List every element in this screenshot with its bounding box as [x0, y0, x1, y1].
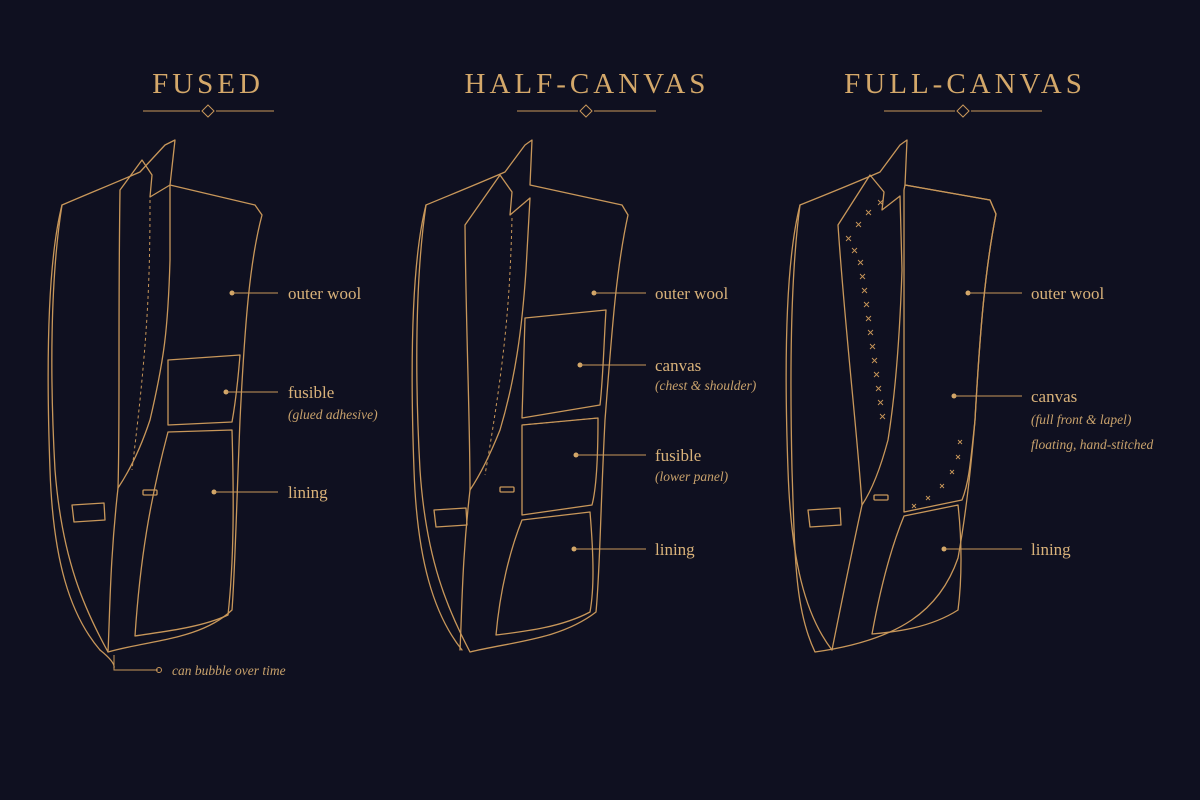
label-outer-wool: outer wool	[288, 284, 361, 303]
panel-half-canvas: HALF-CANVAS ou	[411, 68, 757, 653]
lining-panel	[495, 511, 594, 636]
label-outer-wool: outer wool	[655, 284, 728, 303]
label-lining: lining	[288, 483, 328, 502]
label-canvas-sub: (full front & lapel)	[1031, 412, 1132, 427]
jacket-fused	[47, 139, 263, 669]
jacket-lapel	[837, 174, 903, 506]
fusible-panel	[167, 354, 241, 426]
fusible-panel	[521, 417, 599, 516]
jacket-body	[416, 139, 629, 653]
panel-title: HALF-CANVAS	[465, 68, 710, 100]
label-fusible-sub: (glued adhesive)	[288, 407, 378, 422]
canvas-panel	[903, 184, 997, 513]
panel-full-canvas: FULL-CANVAS	[785, 68, 1153, 653]
panel-fused: FUSED	[47, 68, 378, 678]
label-canvas-sub: (chest & shoulder)	[655, 378, 757, 393]
label-canvas: canvas	[655, 356, 701, 375]
canvas-panel	[521, 309, 607, 419]
note-bubble: can bubble over time	[172, 663, 286, 678]
pocket	[433, 507, 468, 528]
title-ornament	[884, 104, 1042, 118]
jacket-body	[51, 139, 263, 653]
label-lining: lining	[1031, 540, 1071, 559]
title-ornament	[517, 104, 656, 118]
label-outer-wool: outer wool	[1031, 284, 1104, 303]
hand-stitching	[845, 199, 963, 509]
label-fusible-sub: (lower panel)	[655, 469, 729, 484]
button	[142, 489, 158, 496]
label-canvas-note: floating, hand-stitched	[1031, 437, 1153, 452]
lining-panel	[134, 429, 234, 637]
lining-panel	[871, 504, 962, 635]
jacket-half-canvas	[411, 139, 629, 653]
jacket-full-canvas	[785, 139, 997, 653]
button	[499, 486, 515, 493]
label-fusible: fusible	[288, 383, 334, 402]
button	[873, 494, 889, 501]
pocket	[71, 502, 106, 523]
label-canvas: canvas	[1031, 387, 1077, 406]
label-fusible: fusible	[655, 446, 701, 465]
jacket-lapel	[464, 174, 531, 491]
title-ornament	[143, 104, 274, 118]
pocket	[807, 507, 842, 528]
jacket-lapel	[117, 159, 171, 489]
label-lining: lining	[655, 540, 695, 559]
panel-title: FUSED	[152, 68, 264, 100]
panel-title: FULL-CANVAS	[844, 68, 1086, 100]
